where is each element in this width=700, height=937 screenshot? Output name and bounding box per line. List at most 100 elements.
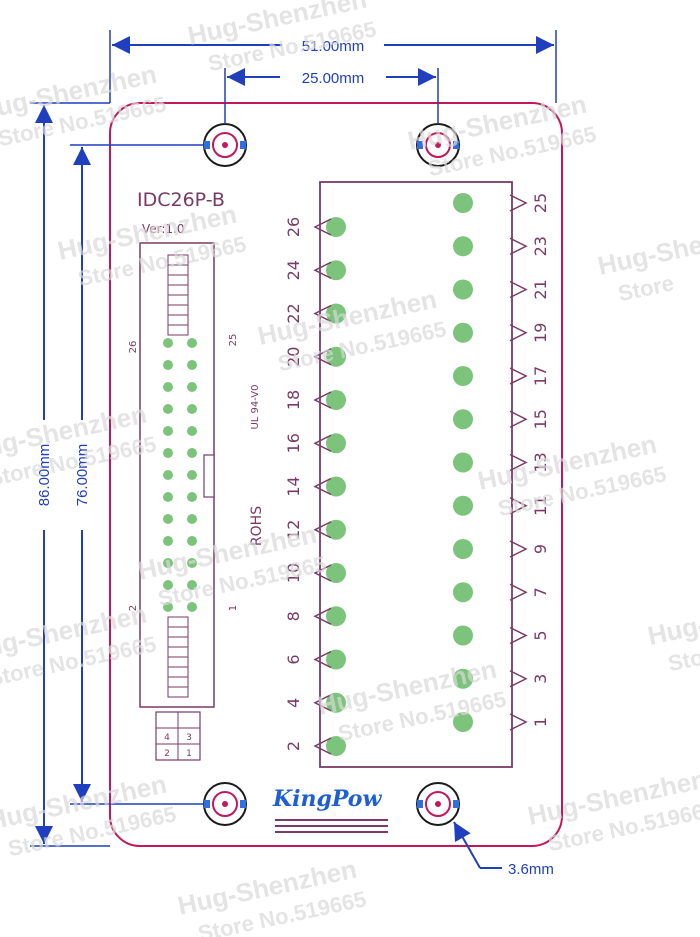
- mounting-hole-top-left: [203, 123, 247, 167]
- terminal-label-odd: 21: [531, 279, 550, 299]
- idc-header-pin-field: [163, 338, 197, 612]
- terminal-block-outline: [319, 181, 513, 768]
- header-pin-pad: [163, 514, 173, 524]
- terminal-label-even: 4: [284, 698, 303, 708]
- terminal-label-even: 24: [284, 260, 303, 280]
- terminal-arrow-left: [313, 391, 332, 409]
- terminal-pad-odd: [453, 193, 473, 213]
- terminal-arrow-left: [313, 607, 332, 625]
- terminal-label-even: 6: [284, 654, 303, 664]
- terminal-pad-odd: [453, 539, 473, 559]
- header-pin-pad: [187, 448, 197, 458]
- terminal-pad-odd: [453, 712, 473, 732]
- dimension-hole-spacing-y: 76.00mm: [70, 144, 204, 805]
- header-pin-pad: [163, 580, 173, 590]
- header-pin-pad: [187, 470, 197, 480]
- header-pin-pad: [163, 558, 173, 568]
- terminal-pad-odd: [453, 279, 473, 300]
- dimension-total-width: 51.00mm: [109, 30, 557, 103]
- terminal-label-even: 14: [284, 476, 303, 496]
- ul-rating-label: UL 94-V0: [250, 384, 261, 429]
- mounting-hole-bottom-left: [203, 782, 247, 826]
- terminal-arrow-left: [313, 564, 332, 582]
- terminal-pad-odd: [453, 366, 473, 386]
- dimension-width-label: 51.00mm: [302, 38, 365, 55]
- terminal-pad-even: [326, 433, 346, 454]
- header-pin-pad: [187, 338, 197, 348]
- key-box-label-2: 2: [164, 749, 170, 759]
- dimension-hole-spacing-x: 25.00mm: [224, 68, 439, 124]
- terminal-label-even: 18: [284, 390, 303, 410]
- header-pin-pad: [187, 492, 197, 502]
- terminal-label-odd: 9: [531, 544, 550, 554]
- brand-logo: KingPow: [272, 786, 382, 812]
- terminal-arrow-left: [313, 218, 332, 236]
- terminal-arrow-left: [313, 348, 332, 366]
- rohs-label: ROHS: [249, 506, 265, 546]
- header-pin-pad: [187, 558, 197, 568]
- terminal-pad-odd: [453, 625, 473, 646]
- terminal-arrow-left: [313, 650, 332, 669]
- header-pin-pad: [163, 426, 173, 436]
- terminal-pad-even: [326, 217, 346, 237]
- idc-header-bottom-slot-lines: [168, 626, 188, 688]
- terminal-pad-even: [326, 606, 346, 627]
- watermark-line1: Hug-Shenzhen: [645, 584, 700, 651]
- key-box-label-1: 1: [186, 749, 192, 759]
- dimension-hole-spacing-x-label: 25.00mm: [302, 70, 365, 87]
- terminal-pad-even: [326, 260, 346, 281]
- header-pin-pad: [187, 602, 197, 612]
- dimension-hole-diameter-label: 3.6mm: [508, 861, 554, 878]
- terminal-arrow-right: [509, 453, 528, 472]
- terminal-pad-even: [326, 519, 346, 540]
- terminal-label-even: 10: [284, 563, 303, 583]
- terminal-pad-even: [326, 346, 346, 367]
- terminal-arrow-right: [509, 583, 528, 601]
- header-pin-pad: [163, 360, 173, 370]
- terminal-arrow-right: [509, 497, 528, 515]
- key-box-label-4: 4: [164, 733, 170, 743]
- jumper-key-box: 4 3 2 1: [155, 711, 201, 761]
- terminal-pad-even: [326, 476, 346, 497]
- mounting-hole-bottom-right: [416, 782, 460, 826]
- header-label-2: 2: [128, 605, 139, 611]
- header-pin-pad: [163, 338, 173, 348]
- terminal-label-odd: 25: [531, 193, 550, 213]
- terminal-arrow-right: [509, 237, 528, 255]
- header-pin-pad: [163, 448, 173, 458]
- terminal-pad-odd: [453, 322, 473, 343]
- version-label: Ver:1.0: [142, 222, 185, 236]
- terminal-pad-odd: [453, 668, 473, 689]
- terminal-label-odd: 13: [531, 452, 550, 472]
- header-label-25: 25: [228, 334, 239, 347]
- terminal-pad-even: [326, 303, 346, 324]
- header-pin-pad: [187, 360, 197, 370]
- terminal-arrow-right: [509, 324, 528, 342]
- terminal-label-even: 26: [284, 217, 303, 237]
- header-label-26: 26: [128, 341, 139, 354]
- terminal-label-even: 2: [284, 741, 303, 751]
- terminal-arrow-left: [313, 694, 332, 712]
- header-pin-pad: [163, 470, 173, 480]
- terminal-label-odd: 19: [531, 323, 550, 343]
- terminal-label-even: 20: [284, 347, 303, 367]
- idc-header-top-slot-lines: [168, 264, 188, 326]
- header-pin-pad: [187, 426, 197, 436]
- terminal-label-odd: 17: [531, 366, 550, 386]
- terminal-label-odd: 7: [531, 587, 550, 597]
- terminal-arrow-left: [313, 737, 332, 755]
- terminal-arrow-left: [313, 521, 332, 539]
- terminal-label-even: 16: [284, 433, 303, 453]
- terminal-pad-odd: [453, 409, 473, 430]
- terminal-label-even: 22: [284, 303, 303, 323]
- header-pin-pad: [163, 602, 173, 612]
